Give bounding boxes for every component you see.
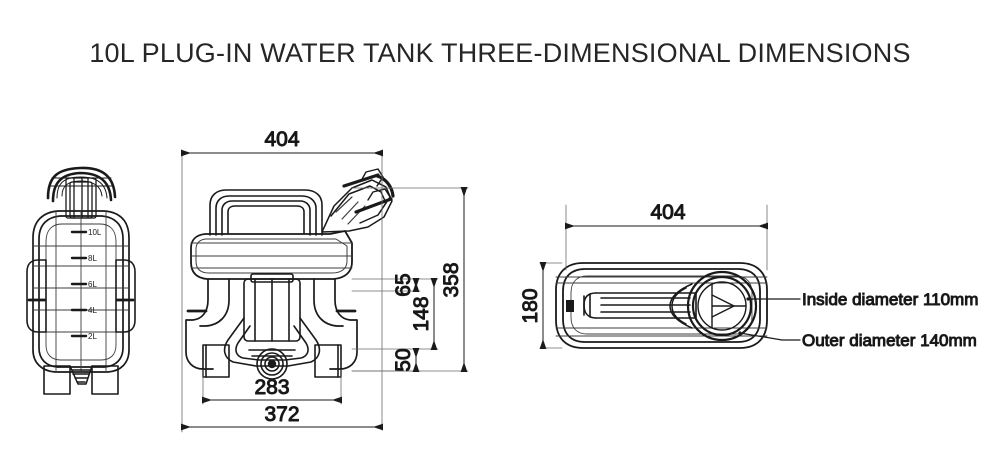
- top-view-filler-cap: [669, 270, 758, 342]
- graduation-label-6l: 6L: [88, 280, 97, 289]
- graduation-label-2l: 2L: [88, 332, 97, 341]
- side-view-body-detail: [32, 210, 130, 373]
- graduation-label-10l: 10L: [88, 228, 102, 237]
- front-view-filler-neck: [321, 168, 395, 233]
- leader-dot-inside: [746, 297, 750, 301]
- front-view-shell-detail: [190, 238, 353, 274]
- front-view-side-arms: [185, 278, 358, 370]
- dimension-value-372: 372: [264, 403, 299, 426]
- side-view: 10L 8L 6L 4L 2L: [26, 166, 136, 395]
- side-view-drain: [69, 365, 93, 385]
- side-view-legs: [43, 365, 119, 395]
- front-view: 404 283 372 358 148 65 50: [181, 128, 469, 433]
- dimension-value-180: 180: [519, 288, 542, 323]
- dimension-value-50: 50: [392, 348, 415, 371]
- dimension-value-358: 358: [440, 262, 463, 297]
- side-view-lugs: [26, 259, 136, 333]
- annotation-inside-diameter: Inside diameter 110mm: [802, 290, 978, 309]
- annotation-outer-diameter: Outer diameter 140mm: [802, 331, 977, 350]
- front-view-drain-valve: [256, 348, 288, 380]
- top-view-body-detail: [555, 275, 768, 337]
- dimension-lines-top: [539, 222, 768, 349]
- top-view-handle-bar: [566, 292, 697, 319]
- dimension-value-148: 148: [410, 296, 433, 331]
- top-view-leader-lines: [739, 298, 801, 341]
- dimension-value-283: 283: [254, 376, 289, 399]
- front-view-handle: [209, 189, 323, 236]
- side-view-graduations: 10L 8L 6L 4L 2L: [70, 228, 102, 341]
- graduation-label-4l: 4L: [88, 306, 97, 315]
- top-view: 404 180 Inside diameter 110mm Outer diam…: [519, 201, 979, 351]
- graduation-label-8l: 8L: [88, 254, 97, 263]
- dimension-value-404-top: 404: [650, 201, 685, 224]
- front-view-legs: [202, 344, 342, 378]
- page-title: 10L PLUG-IN WATER TANK THREE-DIMENSIONAL…: [89, 38, 911, 68]
- leader-dot-outer: [738, 331, 742, 335]
- top-view-body: [555, 262, 768, 349]
- front-view-upper-shell: [190, 230, 353, 280]
- front-view-extension-lines: [181, 149, 469, 433]
- front-view-center-column: [243, 273, 301, 342]
- dimension-value-65: 65: [392, 273, 415, 296]
- dimension-lines-front: [181, 149, 468, 431]
- dimension-value-404-front: 404: [264, 128, 299, 151]
